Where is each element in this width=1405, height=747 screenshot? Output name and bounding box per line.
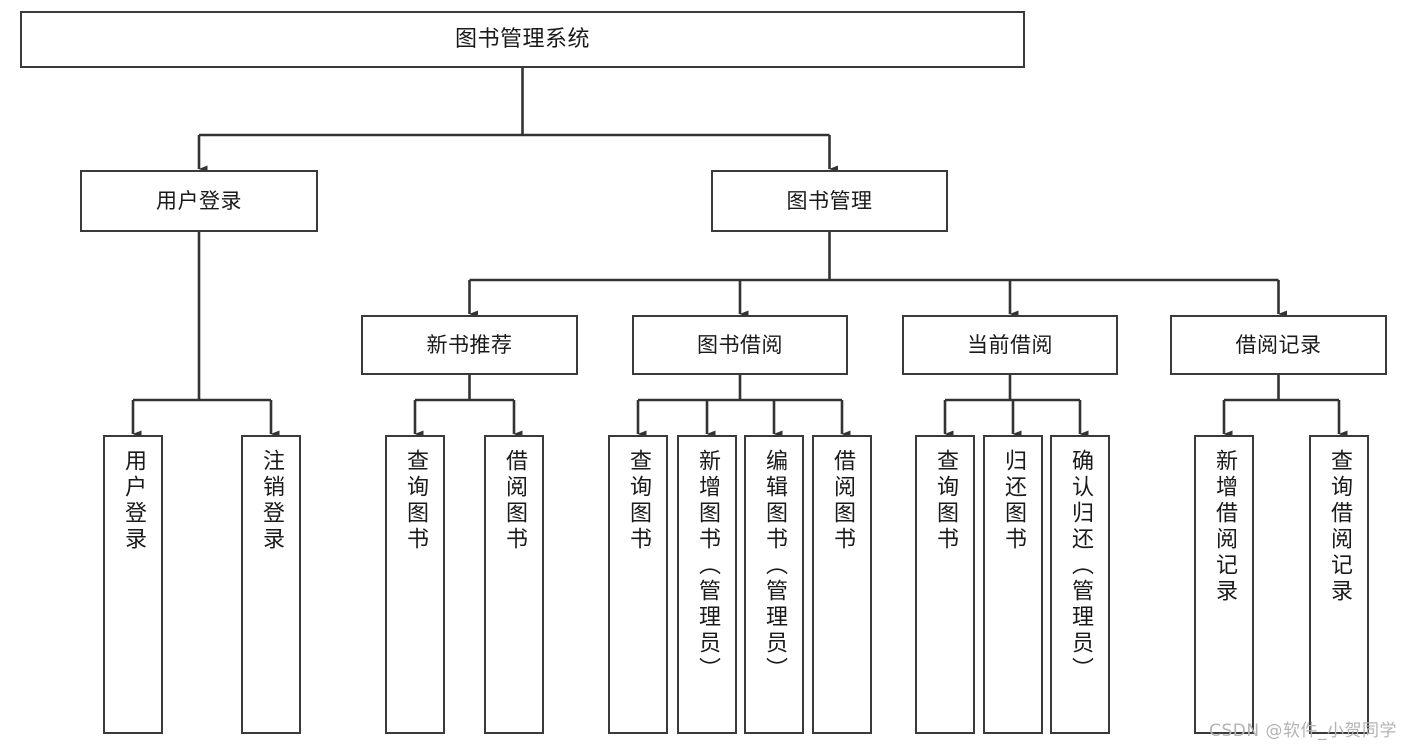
leaf-confirm-return-admin[interactable]: 确认归还（管理员） [1050, 435, 1110, 734]
node-label: 新增借阅记录 [1212, 449, 1237, 605]
leaf-query-book-2[interactable]: 查询图书 [608, 435, 668, 734]
node-label: 借阅图书 [830, 449, 855, 553]
leaf-query-book-3[interactable]: 查询图书 [915, 435, 975, 734]
node-label: 用户登录 [121, 449, 146, 553]
leaf-borrow-book-2[interactable]: 借阅图书 [812, 435, 872, 734]
leaf-add-borrow-record[interactable]: 新增借阅记录 [1194, 435, 1254, 734]
node-label: 图书管理系统 [454, 26, 590, 52]
node-label: 查询图书 [626, 449, 651, 553]
node-book-borrowing[interactable]: 图书借阅 [632, 315, 848, 375]
leaf-edit-book-admin[interactable]: 编辑图书（管理员） [744, 435, 804, 734]
node-label: 用户登录 [156, 188, 242, 213]
leaf-query-borrow-record[interactable]: 查询借阅记录 [1309, 435, 1369, 734]
watermark-csdn: CSDN @软件_小贺同学 [1209, 721, 1397, 741]
node-label: 图书借阅 [697, 332, 783, 357]
node-borrowing-records[interactable]: 借阅记录 [1170, 315, 1387, 375]
node-label: 注销登录 [259, 449, 284, 553]
node-user-login[interactable]: 用户登录 [80, 170, 318, 232]
leaf-return-book[interactable]: 归还图书 [983, 435, 1043, 734]
node-label: 新书推荐 [426, 332, 513, 357]
node-label: 查询图书 [403, 449, 428, 553]
node-label: 当前借阅 [967, 332, 1053, 357]
node-label: 归还图书 [1001, 449, 1026, 553]
leaf-logout[interactable]: 注销登录 [241, 435, 301, 734]
node-label: 确认归还（管理员） [1068, 449, 1093, 683]
node-current-borrowing[interactable]: 当前借阅 [902, 315, 1118, 375]
node-label: 新增图书（管理员） [695, 449, 720, 683]
node-label: 借阅记录 [1235, 332, 1322, 357]
node-new-book-recommendation[interactable]: 新书推荐 [361, 315, 578, 375]
leaf-add-book-admin[interactable]: 新增图书（管理员） [677, 435, 737, 734]
node-book-management[interactable]: 图书管理 [711, 170, 948, 232]
leaf-user-login[interactable]: 用户登录 [103, 435, 163, 734]
node-book-management-system[interactable]: 图书管理系统 [20, 11, 1025, 68]
node-label: 编辑图书（管理员） [762, 449, 787, 683]
leaf-query-book-1[interactable]: 查询图书 [385, 435, 445, 734]
leaf-borrow-book-1[interactable]: 借阅图书 [484, 435, 544, 734]
node-label: 查询借阅记录 [1327, 449, 1352, 605]
node-label: 图书管理 [786, 188, 873, 213]
node-label: 查询图书 [933, 449, 958, 553]
node-label: 借阅图书 [502, 449, 527, 553]
